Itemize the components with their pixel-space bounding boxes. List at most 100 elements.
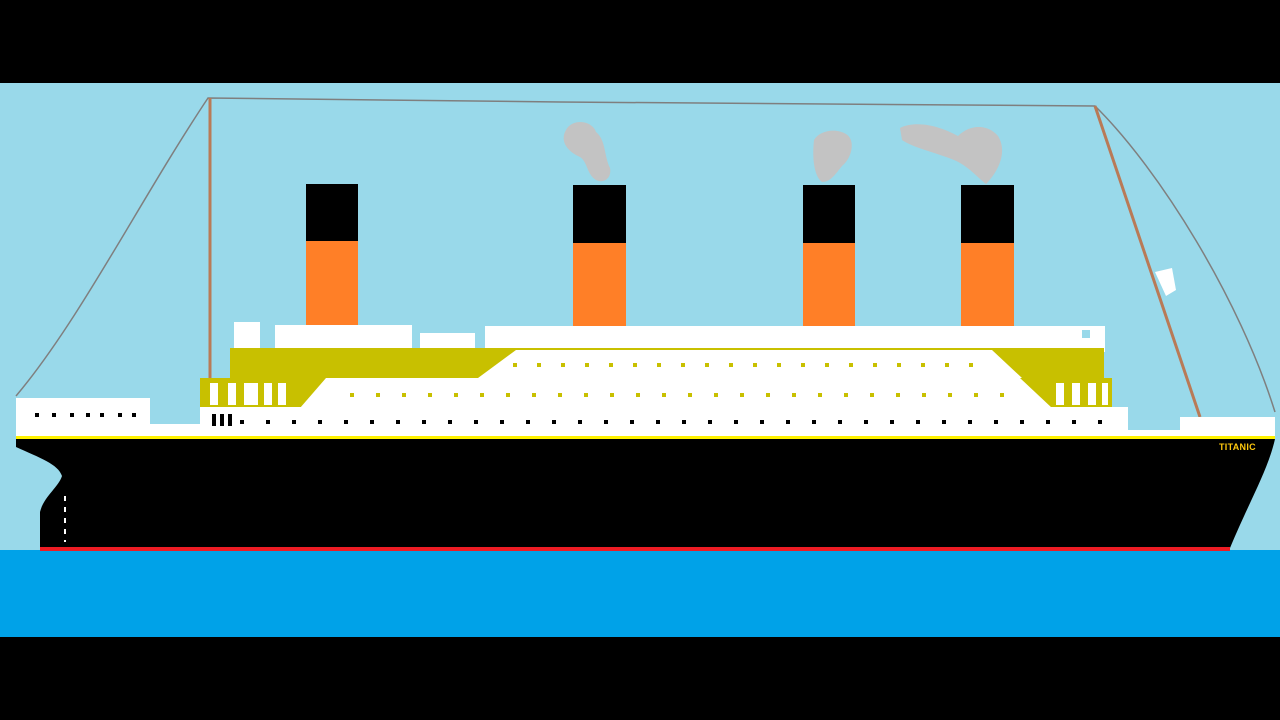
porthole (994, 420, 998, 424)
deck-window (561, 363, 565, 367)
porthole (70, 413, 74, 417)
porthole (1046, 420, 1050, 424)
deck-window (610, 393, 614, 397)
porthole (760, 420, 764, 424)
deck-window (609, 363, 613, 367)
hull-white-band (16, 431, 1275, 437)
porthole (734, 420, 738, 424)
porthole (552, 420, 556, 424)
porthole (1020, 420, 1024, 424)
deck-window (740, 393, 744, 397)
porthole (396, 420, 400, 424)
porthole (786, 420, 790, 424)
porthole (864, 420, 868, 424)
deck-window (714, 393, 718, 397)
deck-window (480, 393, 484, 397)
funnel-4-top (961, 185, 1014, 243)
deck-window (948, 393, 952, 397)
porthole (968, 420, 972, 424)
bridge-block (234, 322, 260, 352)
porthole (86, 413, 90, 417)
porthole (812, 420, 816, 424)
upper-deck-white (478, 350, 1022, 378)
aft-deckhouse-window (1082, 330, 1090, 338)
porthole (448, 420, 452, 424)
middle-deck-white (300, 378, 1052, 408)
deck-window (792, 393, 796, 397)
deck-windows (350, 363, 1004, 397)
sea (0, 550, 1280, 637)
porthole (422, 420, 426, 424)
deck-window (705, 363, 709, 367)
rigging-wire (15, 97, 1276, 413)
deck-window (969, 363, 973, 367)
deck-window (350, 393, 354, 397)
fore-promenade-windows (210, 383, 286, 405)
smoke-plume-4 (900, 124, 1003, 184)
deck-window (753, 363, 757, 367)
porthole (220, 414, 224, 426)
deck-window (584, 393, 588, 397)
deck-window (1000, 393, 1004, 397)
superstructure (16, 322, 1275, 436)
bottom-letterbox-bar (0, 637, 1280, 720)
porthole (266, 420, 270, 424)
deck-window (729, 363, 733, 367)
boot-top (40, 547, 1230, 551)
porthole (682, 420, 686, 424)
deck-window (513, 363, 517, 367)
porthole (630, 420, 634, 424)
smoke-plume-2 (563, 121, 611, 182)
porthole (474, 420, 478, 424)
deck-window (532, 393, 536, 397)
deck-window (402, 393, 406, 397)
porthole (890, 420, 894, 424)
smoke-plumes (563, 121, 1003, 184)
smoke-plume-3 (813, 130, 852, 182)
funnels (306, 184, 1014, 327)
deck-window (636, 393, 640, 397)
porthole (1072, 420, 1076, 424)
deck-window (777, 363, 781, 367)
deck-window (897, 363, 901, 367)
crows-nest (1155, 268, 1176, 296)
deck-window (657, 363, 661, 367)
porthole (708, 420, 712, 424)
deck-window (506, 393, 510, 397)
deck-window (376, 393, 380, 397)
porthole (578, 420, 582, 424)
porthole (838, 420, 842, 424)
deck-window (818, 393, 822, 397)
top-letterbox-bar (0, 0, 1280, 83)
porthole (526, 420, 530, 424)
deck-window (825, 363, 829, 367)
aft-promenade-windows (1056, 383, 1108, 405)
deck-window (870, 393, 874, 397)
hull (16, 431, 1275, 551)
lower-deck (200, 407, 1128, 431)
porthole (100, 413, 104, 417)
hull-body (16, 439, 1275, 548)
porthole (118, 413, 122, 417)
deck-window (766, 393, 770, 397)
porthole (1098, 420, 1102, 424)
deck-window (945, 363, 949, 367)
porthole (240, 420, 244, 424)
deck-window (454, 393, 458, 397)
deck-window (844, 393, 848, 397)
funnel-2-top (573, 185, 626, 243)
porthole (132, 413, 136, 417)
deck-window (558, 393, 562, 397)
funnel-1-top (306, 184, 358, 241)
porthole (292, 420, 296, 424)
top-deckhouse-1 (275, 325, 412, 352)
deck-window (585, 363, 589, 367)
deck-window (688, 393, 692, 397)
deck-window (921, 363, 925, 367)
aft-mast (1093, 105, 1202, 418)
porthole (942, 420, 946, 424)
funnel-4-body (961, 243, 1014, 327)
porthole (35, 413, 39, 417)
top-deckhouse-3 (485, 326, 1105, 352)
deck-window (974, 393, 978, 397)
